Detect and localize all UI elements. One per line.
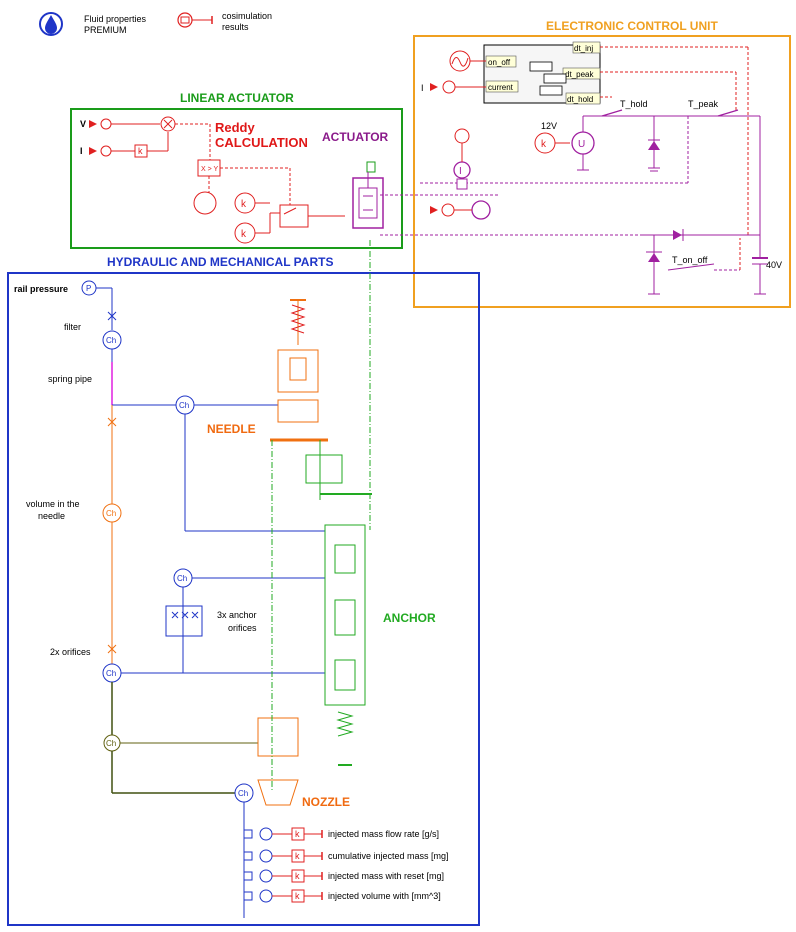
- fluid-properties-label-1: Fluid properties: [84, 14, 147, 24]
- voltage-sensor-icon[interactable]: [471, 200, 491, 220]
- switch-icon[interactable]: [279, 204, 309, 228]
- output-gain: k: [295, 891, 300, 901]
- ecu-t-hold: T_hold: [620, 99, 648, 109]
- diode-icon: [648, 116, 660, 172]
- switch-icon[interactable]: [601, 109, 623, 117]
- ecu-input-i: I: [421, 83, 424, 93]
- output-gain: k: [295, 871, 300, 881]
- output-label-reset: injected mass with reset [mg]: [328, 871, 444, 881]
- ecu-out-dt-peak: dt_peak: [565, 70, 594, 79]
- chamber-ch-anchor: Ch: [177, 574, 187, 583]
- needle-label: NEEDLE: [207, 422, 256, 436]
- output-row: k injected mass flow rate [g/s]: [243, 827, 439, 841]
- volume-label-1: volume in the: [26, 499, 80, 509]
- chamber-icon[interactable]: [102, 503, 122, 523]
- input-i-label: I: [80, 146, 83, 156]
- ecu-gain-k: k: [541, 139, 547, 150]
- ecu-content: on_off current dt_inj dt_peak dt_hold I …: [380, 41, 782, 295]
- anchor-orifices-label-1: 3x anchor: [217, 610, 257, 620]
- current-sensor-icon[interactable]: I: [453, 161, 471, 179]
- linear-actuator-group: LINEAR ACTUATOR: [70, 91, 403, 249]
- input-v-label: V: [80, 119, 86, 129]
- ecu-in-current: current: [488, 83, 514, 92]
- output-label-volume: injected volume with [mm^3]: [328, 891, 441, 901]
- ecu-t-peak: T_peak: [688, 99, 719, 109]
- mass-icon[interactable]: [305, 440, 372, 500]
- chamber-ch-needle: Ch: [179, 401, 189, 410]
- hydraulic-title: HYDRAULIC AND MECHANICAL PARTS: [107, 255, 333, 269]
- anchor-icon[interactable]: [324, 524, 366, 766]
- gain-k2: k: [241, 199, 247, 210]
- output-label-cumulative: cumulative injected mass [mg]: [328, 851, 449, 861]
- cosim-label-2: results: [222, 22, 249, 32]
- linear-actuator-content: V I k X > Y Reddy CALCULATION k k: [80, 116, 389, 244]
- output-gain: k: [295, 851, 300, 861]
- needle-icon[interactable]: [270, 299, 328, 442]
- switch-icon[interactable]: [717, 109, 739, 117]
- linear-actuator-title: LINEAR ACTUATOR: [180, 91, 294, 105]
- pressure-p: P: [86, 284, 91, 293]
- chamber-ch-nozzle: Ch: [238, 789, 248, 798]
- state-chart-icon[interactable]: [529, 61, 567, 96]
- reddy-label-2: CALCULATION: [215, 135, 308, 150]
- chamber-ch-volume: Ch: [106, 509, 116, 518]
- nozzle-body-icon[interactable]: Ch: [234, 717, 299, 806]
- gain-k1: k: [138, 146, 143, 156]
- anchor-label: ANCHOR: [383, 611, 436, 625]
- output-row: k injected volume with [mm^3]: [243, 889, 441, 903]
- hydraulic-content: rail pressure P filter Ch spring pipe Ch…: [14, 240, 436, 918]
- output-row: k injected mass with reset [mg]: [243, 869, 444, 883]
- spring-pipe-label: spring pipe: [48, 374, 92, 384]
- ecu-out-dt-inj: dt_inj: [574, 44, 593, 53]
- cosimulation-icon[interactable]: [177, 12, 193, 28]
- orifices-label: 2x orifices: [50, 647, 91, 657]
- svg-text:I: I: [459, 166, 462, 177]
- reddy-label-1: Reddy: [215, 120, 256, 135]
- ecu-t-on-off: T_on_off: [672, 255, 708, 265]
- chamber-ch-filter: Ch: [106, 336, 116, 345]
- outputs: k injected mass flow rate [g/s] k cumula…: [243, 827, 449, 903]
- rail-pressure-label: rail pressure: [14, 284, 68, 294]
- filter-label: filter: [64, 322, 81, 332]
- fluid-properties-label-2: PREMIUM: [84, 25, 127, 35]
- output-gain: k: [295, 829, 300, 839]
- orifice-icon[interactable]: [165, 605, 203, 637]
- output-label-mass-flow: injected mass flow rate [g/s]: [328, 829, 439, 839]
- volume-label-2: needle: [38, 511, 65, 521]
- hydraulic-group: HYDRAULIC AND MECHANICAL PARTS: [7, 255, 480, 926]
- actuator-icon[interactable]: [352, 172, 384, 229]
- ecu-v12: 12V: [541, 121, 557, 131]
- signal-source-icon[interactable]: [193, 191, 217, 215]
- ecu-v40: 40V: [766, 260, 782, 270]
- nozzle-label: NOZZLE: [302, 795, 350, 809]
- output-row: k cumulative injected mass [mg]: [243, 849, 449, 863]
- diode-icon: [673, 229, 684, 241]
- anchor-orifices-label-2: orifices: [228, 623, 257, 633]
- legend: Fluid properties PREMIUM cosimulation re…: [39, 11, 272, 36]
- zener-diode-icon: [646, 235, 662, 295]
- voltage-u: U: [578, 139, 585, 150]
- actuator-label: ACTUATOR: [322, 130, 389, 144]
- chamber-ch-nozzle-inlet: Ch: [106, 739, 116, 748]
- ecu-title: ELECTRONIC CONTROL UNIT: [546, 19, 718, 33]
- ecu-group: ELECTRONIC CONTROL UNIT: [413, 19, 791, 308]
- chamber-ch-orifices: Ch: [106, 669, 116, 678]
- switch-icon[interactable]: [667, 263, 715, 271]
- xy-label: X > Y: [201, 166, 219, 173]
- capacitor-icon: [752, 116, 768, 295]
- cosim-label-1: cosimulation: [222, 11, 272, 21]
- ecu-out-dt-hold: dt_hold: [567, 95, 593, 104]
- gain-k3: k: [241, 229, 247, 240]
- ecu-in-on-off: on_off: [488, 58, 511, 67]
